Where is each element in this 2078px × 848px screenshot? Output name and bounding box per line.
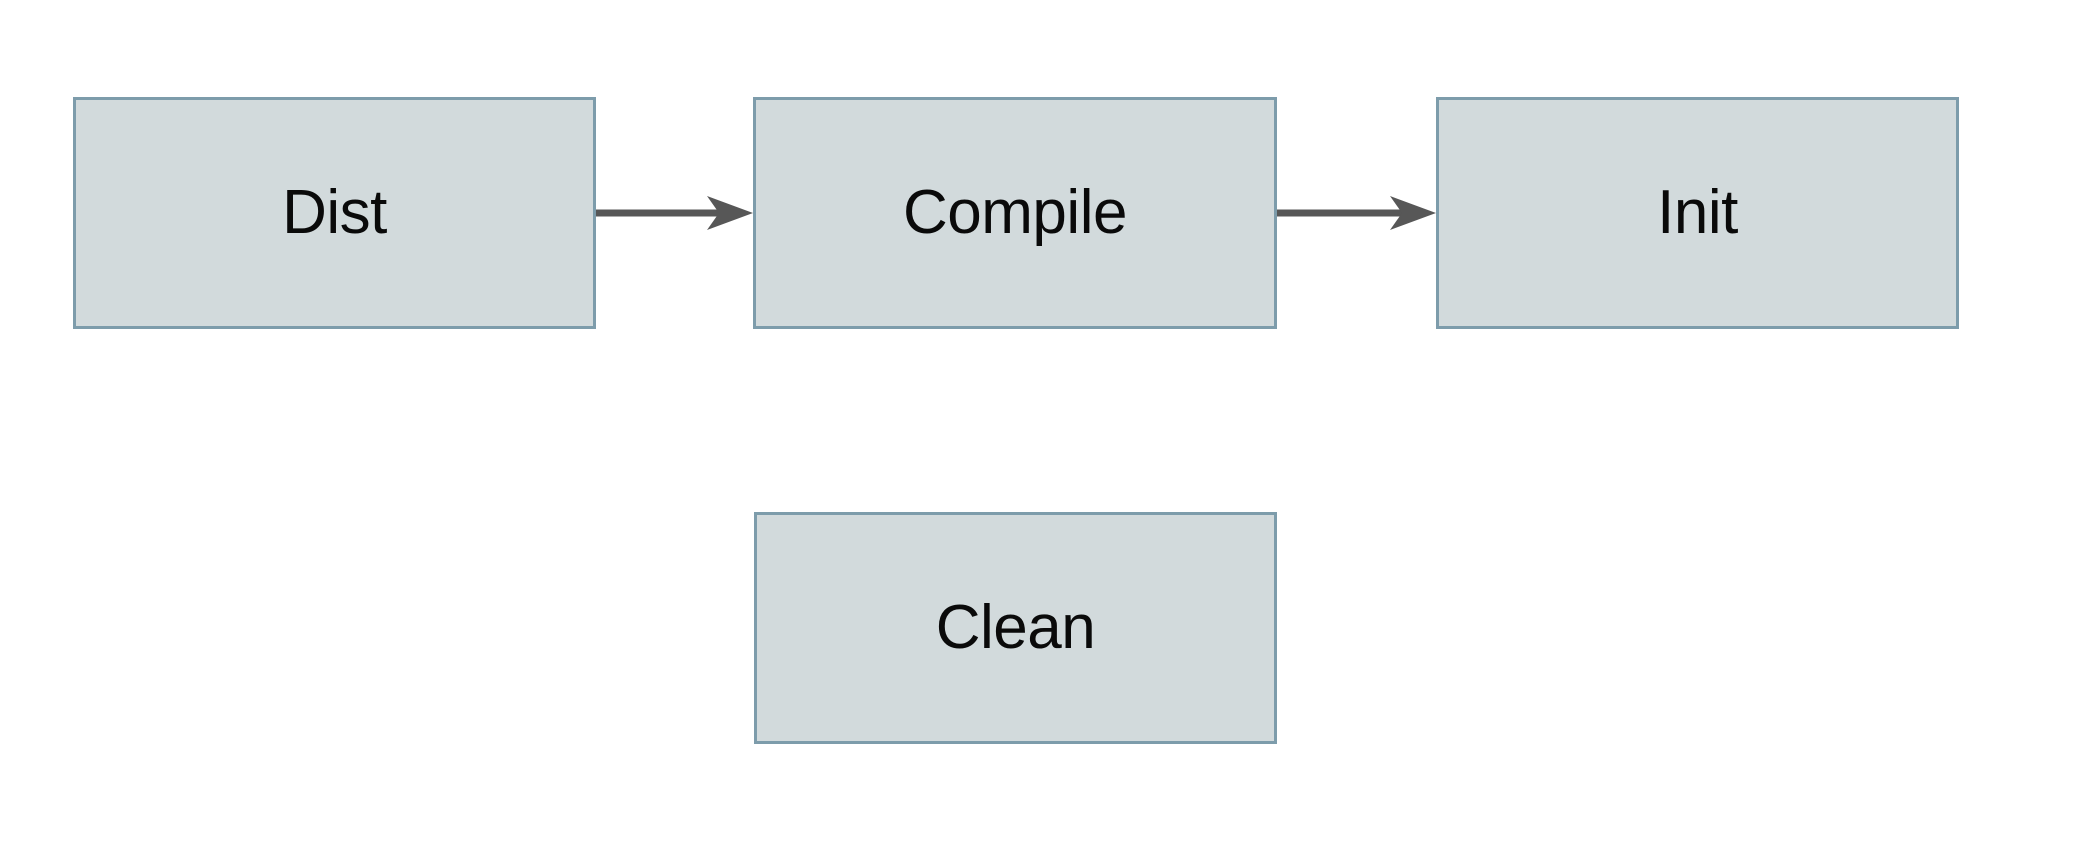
diagram-edge-compile-to-init[interactable] bbox=[1277, 193, 1436, 233]
arrow-icon bbox=[596, 196, 753, 230]
node-label: Init bbox=[1657, 178, 1738, 247]
node-label: Compile bbox=[903, 178, 1127, 247]
diagram-node-init[interactable]: Init bbox=[1436, 97, 1959, 329]
arrow-icon bbox=[1277, 196, 1436, 230]
diagram-node-clean[interactable]: Clean bbox=[754, 512, 1277, 744]
diagram-node-dist[interactable]: Dist bbox=[73, 97, 596, 329]
node-label: Clean bbox=[935, 593, 1096, 662]
diagram-node-compile[interactable]: Compile bbox=[753, 97, 1277, 329]
diagram-edge-dist-to-compile[interactable] bbox=[596, 193, 753, 233]
node-label: Dist bbox=[282, 178, 387, 247]
